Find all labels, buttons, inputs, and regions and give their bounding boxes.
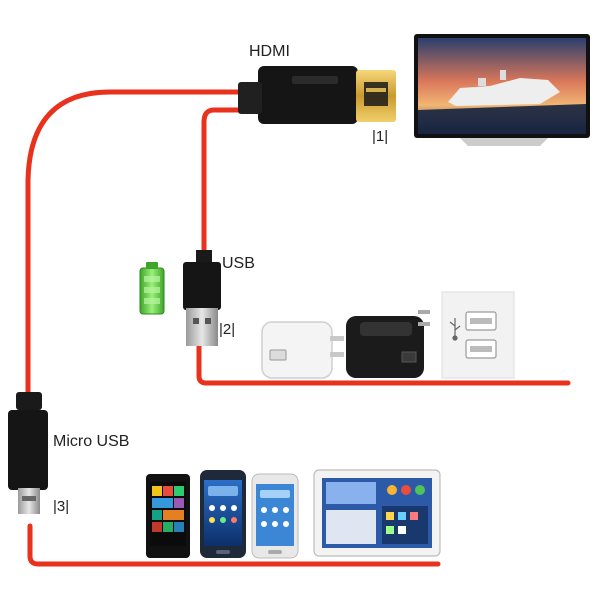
- battery-icon: [139, 262, 165, 315]
- cable-usb-output: [196, 343, 571, 386]
- usb-label: USB: [222, 255, 255, 272]
- usb-wall-outlet-icon: [441, 291, 515, 379]
- wall-charger-black-icon: [346, 310, 430, 378]
- usb-connector: [183, 250, 221, 346]
- port-3-label: |3|: [53, 498, 69, 515]
- wall-charger-white-icon: [261, 321, 344, 379]
- cable-usb-branch: [201, 107, 265, 265]
- micro-usb-label: Micro USB: [53, 433, 129, 450]
- smartphone-icon: [146, 474, 190, 558]
- port-1-label: |1|: [372, 128, 388, 145]
- hdmi-label: HDMI: [249, 43, 290, 60]
- smartphone-icon: [200, 470, 246, 558]
- cable-main-segment: [25, 89, 265, 401]
- micro-usb-connector: [8, 392, 48, 514]
- port-2-label: |2|: [219, 321, 235, 338]
- smartphone-icon: [251, 473, 299, 559]
- cable: [25, 89, 571, 567]
- tv-icon: [414, 34, 590, 146]
- tablet-icon: [313, 469, 441, 557]
- hdmi-connector: [238, 66, 396, 124]
- usb-symbol-icon: [449, 318, 461, 341]
- cable-micro-output: [27, 523, 441, 567]
